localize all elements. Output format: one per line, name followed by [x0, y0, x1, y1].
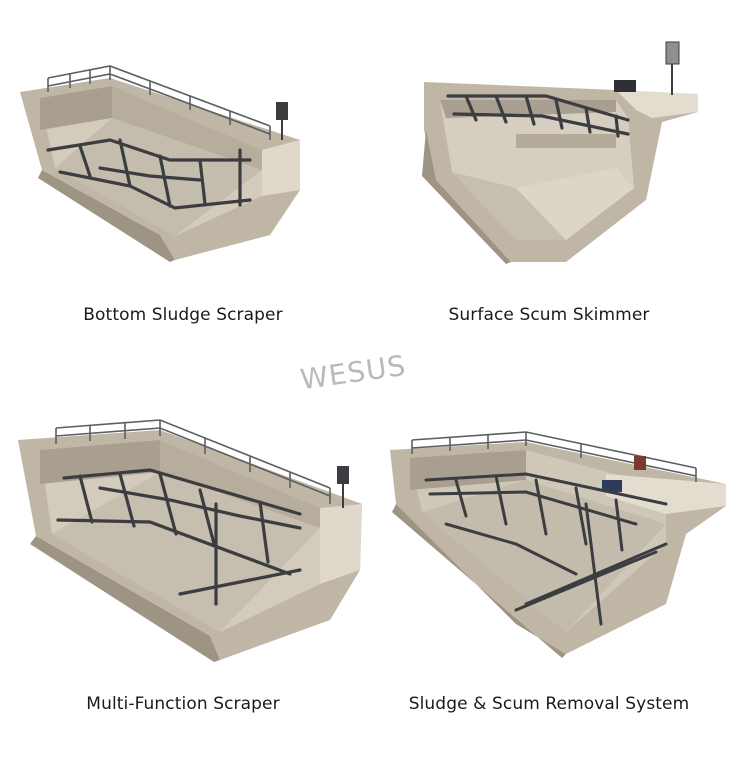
bottom-sludge-scraper-image: [20, 65, 300, 262]
caption-sludge-scum-removal-system: Sludge & Scum Removal System: [408, 694, 690, 714]
panel-sludge-scum-removal-system: Sludge & Scum Removal System: [366, 384, 732, 768]
sludge-scum-removal-system-image: [390, 431, 726, 658]
caption-bottom-sludge-scraper: Bottom Sludge Scraper: [83, 305, 283, 325]
multi-function-scraper-image: [18, 419, 362, 662]
panel-multi-function-scraper: Multi-Function Scraper: [0, 384, 366, 768]
panel-surface-scum-skimmer: Surface Scum Skimmer: [366, 0, 732, 384]
caption-multi-function-scraper: Multi-Function Scraper: [86, 694, 280, 714]
caption-surface-scum-skimmer: Surface Scum Skimmer: [448, 305, 650, 325]
panel-bottom-sludge-scraper: Bottom Sludge Scraper: [0, 0, 366, 384]
surface-scum-skimmer-image: [422, 41, 698, 264]
